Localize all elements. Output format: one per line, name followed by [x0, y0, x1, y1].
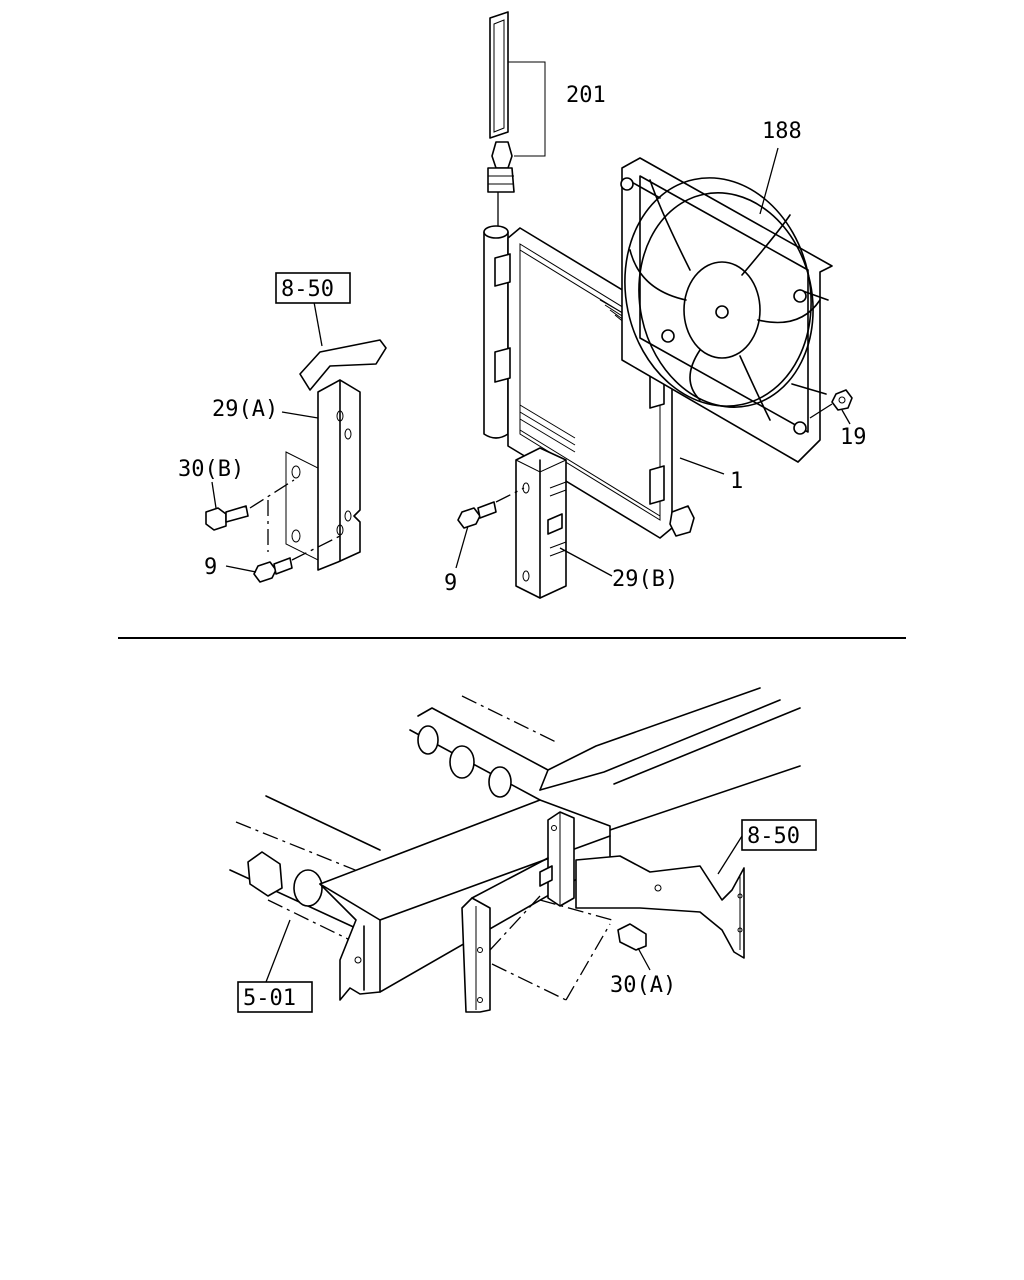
bolt-9-left [225, 535, 341, 583]
bolt-9-mid [455, 487, 525, 569]
svg-text:5-01: 5-01 [243, 986, 296, 1011]
part-label-29b: 29(B) [612, 567, 678, 592]
bracket-29b [515, 447, 613, 599]
ref-box-8-50-bottom: 8-50 [741, 819, 817, 851]
fan-assembly-188 [620, 147, 833, 463]
part-label-29a: 29(A) [212, 397, 278, 422]
part-label-201: 201 [566, 83, 606, 108]
bracket-29a [281, 301, 387, 571]
ref-box-5-01: 5-01 [237, 981, 313, 1013]
svg-text:8-50: 8-50 [747, 824, 800, 849]
frame-assembly-drawing [229, 687, 801, 1013]
part-label-1: 1 [730, 469, 743, 494]
part-label-30b: 30(B) [178, 457, 244, 482]
part-label-30a: 30(A) [610, 973, 676, 998]
svg-text:8-50: 8-50 [281, 277, 334, 302]
part-201-drawing [487, 11, 546, 228]
ref-box-8-50-top: 8-50 [275, 272, 351, 304]
part-label-188: 188 [762, 119, 802, 144]
nut-part-19 [809, 389, 853, 425]
part-label-9-left: 9 [204, 555, 217, 580]
part-label-9-mid: 9 [444, 571, 457, 596]
part-label-19: 19 [840, 425, 867, 450]
bolt-30b [205, 479, 295, 552]
